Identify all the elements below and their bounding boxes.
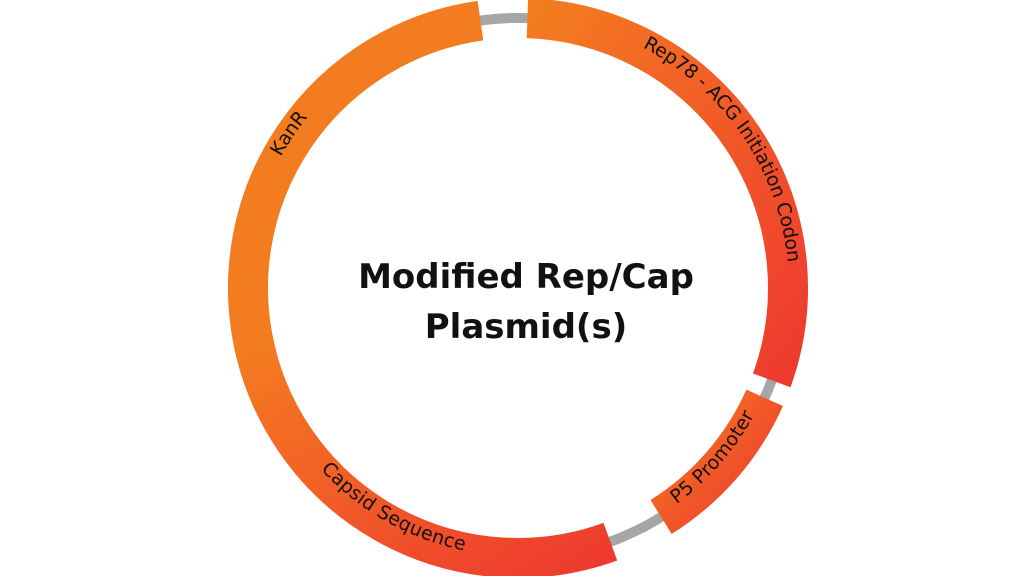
center-title-line-1: Modified Rep/Cap xyxy=(358,257,694,297)
center-title-line-2: Plasmid(s) xyxy=(425,307,628,347)
segments-layer xyxy=(228,0,809,576)
segment-kanr xyxy=(228,0,484,359)
segment-capsid-sequence xyxy=(233,335,618,576)
segment-rep78-acg-initiation-codon xyxy=(526,0,809,388)
segment-p5-promoter xyxy=(650,389,783,534)
